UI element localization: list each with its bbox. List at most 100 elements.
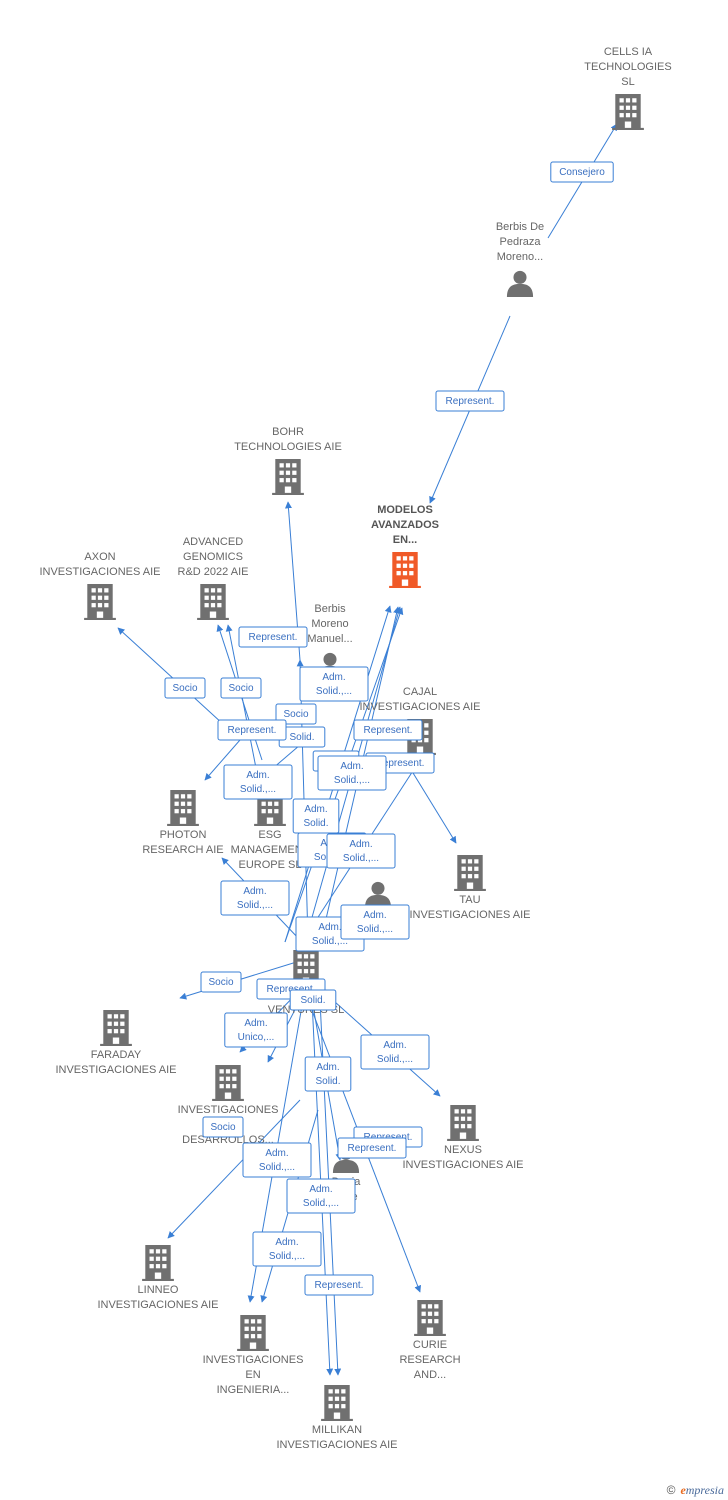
node-modelos[interactable]: MODELOSAVANZADOSEN...	[371, 504, 439, 588]
edge-label-3[interactable]: Socio	[164, 677, 206, 699]
edge-label-25[interactable]: Adm.Solid.	[304, 1056, 352, 1092]
edge-label-17[interactable]: Adm. Solid.,...	[220, 880, 290, 916]
edge-label-14[interactable]: Adm. Solid.	[292, 798, 340, 834]
node-label-cajal-0: CAJAL	[403, 686, 437, 698]
node-label-nexus-1: INVESTIGACIONES AIE	[402, 1159, 523, 1171]
edge-label-text: Represent.	[228, 725, 277, 736]
edge-label-text: Solid.	[303, 818, 328, 829]
edge-label-28[interactable]: Adm.Solid.,...	[242, 1142, 312, 1178]
node-berbis_moreno[interactable]: BerbisMorenoManuel...	[307, 603, 353, 679]
building-icon	[84, 584, 116, 620]
edge-label-23[interactable]: Adm.Unico,...	[224, 1012, 288, 1048]
edge-label-13[interactable]: Adm. Solid.,...	[317, 755, 387, 791]
node-label-linneo-1: INVESTIGACIONES AIE	[97, 1299, 218, 1311]
edge-label-text: Adm.	[340, 761, 363, 772]
edge-label-text: Adm.	[243, 886, 266, 897]
node-cajal[interactable]: CAJAL INVESTIGACIONES AIE	[359, 686, 481, 755]
edge-label-5[interactable]: Adm.Solid.,...	[299, 666, 369, 702]
person-icon	[364, 881, 392, 908]
node-curie[interactable]: CURIERESEARCHAND...	[399, 1300, 461, 1381]
edge-label-4[interactable]: Socio	[220, 677, 262, 699]
edge-label-9[interactable]: Represent.	[353, 719, 423, 741]
edge-label-text: Adm.	[275, 1237, 298, 1248]
edge-label-text: Solid.,...	[237, 900, 273, 911]
edge-label-30[interactable]: Adm.Solid.,...	[252, 1231, 322, 1267]
edge-label-6[interactable]: Socio	[275, 703, 317, 725]
building-icon	[454, 855, 486, 891]
edge-label-31[interactable]: Represent.	[304, 1274, 374, 1296]
edge-label-text: Solid.,...	[357, 924, 393, 935]
building-icon	[237, 1315, 269, 1351]
node-label-berbis_pedraza-2: Moreno...	[497, 251, 543, 263]
node-label-cells-0: CELLS IA	[604, 46, 653, 58]
edge-label-text: Adm.	[246, 770, 269, 781]
edge-label-16[interactable]: Adm.Solid.,...	[326, 833, 396, 869]
edge-label-29[interactable]: Adm.Solid.,...	[286, 1178, 356, 1214]
edge-label-19[interactable]: Adm.Solid.,...	[340, 904, 410, 940]
copyright-icon: ©	[666, 1483, 676, 1497]
node-label-tau-0: TAU	[459, 894, 480, 906]
node-label-berbis_moreno-2: Manuel...	[307, 633, 352, 645]
node-label-berbis_moreno-1: Moreno	[311, 618, 348, 630]
edge-label-2[interactable]: Represent.	[238, 626, 308, 648]
edge-label-24[interactable]: Adm.Solid.,...	[360, 1034, 430, 1070]
node-label-curie-2: AND...	[414, 1369, 446, 1381]
person-icon	[506, 270, 534, 297]
node-berbis_pedraza[interactable]: Berbis DePedrazaMoreno...	[496, 221, 544, 297]
node-label-advanced-2: R&D 2022 AIE	[178, 566, 249, 578]
building-icon	[447, 1105, 479, 1141]
node-label-inv_ing-0: INVESTIGACIONES	[203, 1354, 304, 1366]
edge-label-text: Socio	[208, 977, 233, 988]
edge-label-20[interactable]: Socio	[200, 971, 242, 993]
edge-line-22	[167, 1099, 301, 1239]
edge-label-text: Represent.	[376, 758, 425, 769]
node-label-linneo-0: LINNEO	[138, 1284, 179, 1296]
edge-label-32[interactable]: Represent.	[337, 1137, 407, 1159]
node-inv_ing[interactable]: INVESTIGACIONESENINGENIERIA...	[203, 1315, 304, 1396]
brand-logo-text: mpresia	[685, 1483, 724, 1497]
edge-label-text: Represent.	[315, 1280, 364, 1291]
edge-label-text: Solid.,...	[334, 775, 370, 786]
building-icon	[167, 790, 199, 826]
edge-label-text: Represent.	[249, 632, 298, 643]
node-label-advanced-1: GENOMICS	[183, 551, 243, 563]
edge-line-10	[204, 739, 241, 781]
building-icon	[100, 1010, 132, 1046]
edge-label-1[interactable]: Represent.	[435, 390, 505, 412]
edge-label-22[interactable]: Solid.	[289, 989, 337, 1011]
edge-label-27[interactable]: Socio	[202, 1116, 244, 1138]
building-icon	[197, 584, 229, 620]
edge-label-text: Consejero	[559, 167, 605, 178]
edge-label-text: Represent.	[267, 984, 316, 995]
building-icon	[272, 459, 304, 495]
node-photon[interactable]: PHOTON RESEARCH AIE	[142, 790, 224, 856]
edge-label-text: Adm.	[244, 1018, 267, 1029]
node-label-modelos-2: EN...	[393, 534, 417, 546]
edge-label-text: Adm.	[318, 922, 341, 933]
node-label-axon-0: AXON	[84, 551, 115, 563]
node-label-photon-0: PHOTON	[160, 829, 207, 841]
edge-label-text: Adm.	[322, 672, 345, 683]
node-label-millikan-1: INVESTIGACIONES AIE	[276, 1439, 397, 1451]
edge-label-11[interactable]: Adm.Solid.,...	[223, 764, 293, 800]
edge-label-0[interactable]: Consejero	[550, 161, 614, 183]
node-linneo[interactable]: LINNEO INVESTIGACIONES AIE	[97, 1245, 219, 1311]
node-label-berbis_pedraza-1: Pedraza	[500, 236, 542, 248]
node-label-cajal-1: INVESTIGACIONES AIE	[359, 701, 480, 713]
edge-label-text: Adm.	[304, 804, 327, 815]
edge-label-text: Solid.,...	[312, 936, 348, 947]
footer-brand: © empresia	[667, 1483, 724, 1498]
node-label-photon-1: RESEARCH AIE	[142, 844, 223, 856]
edge-label-8[interactable]: Represent.	[217, 719, 287, 741]
